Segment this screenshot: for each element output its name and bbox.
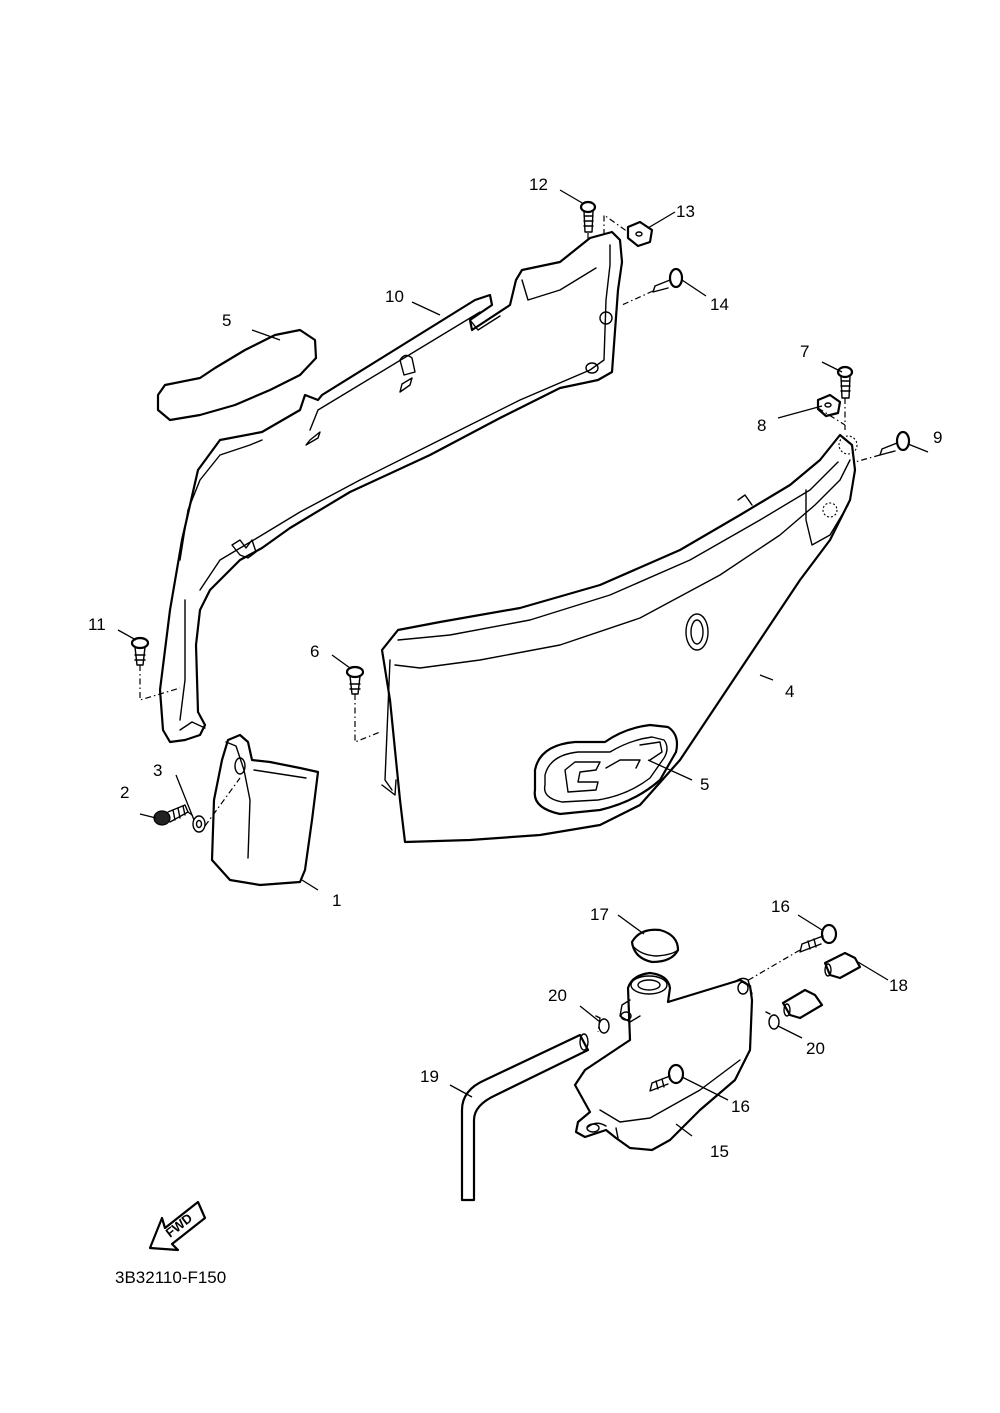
clamp-part-20-right <box>765 1011 780 1030</box>
callout-18: 18 <box>889 976 908 995</box>
callout-20-left: 20 <box>548 986 567 1005</box>
callout-16-upper: 16 <box>771 897 790 916</box>
callout-3: 3 <box>153 761 162 780</box>
callout-6: 6 <box>310 642 319 661</box>
callout-15: 15 <box>710 1142 729 1161</box>
callout-12: 12 <box>529 175 548 194</box>
assembly-lines <box>139 213 881 1099</box>
nut-part-8 <box>816 393 842 418</box>
cap-part-17 <box>630 928 680 964</box>
grommet-part-9 <box>879 430 911 456</box>
callout-5-center: 5 <box>700 775 709 794</box>
callouts: 1 2 3 4 5 5 6 7 8 9 10 11 12 13 14 15 16… <box>88 175 942 1161</box>
side-cover-part-1 <box>210 733 320 887</box>
screw-part-12 <box>579 200 597 233</box>
diagram-code: 3B32110-F150 <box>115 1268 226 1287</box>
badge-part-5-center <box>533 723 679 816</box>
callout-9: 9 <box>933 428 942 447</box>
emblem-part-5-upper <box>156 328 318 422</box>
callout-1: 1 <box>332 891 341 910</box>
fwd-arrow-icon: FWD <box>148 1200 207 1252</box>
callout-7: 7 <box>800 342 809 361</box>
hose-part-19 <box>460 1033 590 1202</box>
side-cover-part-4 <box>380 433 858 844</box>
bolt-part-16-upper <box>799 923 838 953</box>
collar-part-18 <box>781 951 862 1020</box>
callout-11: 11 <box>88 615 106 634</box>
callout-5-upper: 5 <box>222 311 231 330</box>
nut-part-13 <box>626 220 654 248</box>
callout-20-right: 20 <box>806 1039 825 1058</box>
clip-part-6 <box>345 665 365 695</box>
leader-lines <box>117 189 929 1137</box>
callout-19: 19 <box>420 1067 439 1086</box>
clamp-part-20-left <box>595 1015 610 1034</box>
bolt-part-16-lower <box>649 1063 685 1092</box>
reservoir-tank-part-15 <box>573 971 754 1152</box>
clip-part-11 <box>130 636 150 666</box>
callout-17: 17 <box>590 905 609 924</box>
callout-14: 14 <box>710 295 729 314</box>
callout-4: 4 <box>785 682 794 701</box>
washer-part-3 <box>192 815 206 833</box>
bolt-part-2 <box>153 804 189 826</box>
callout-8: 8 <box>757 416 766 435</box>
side-cover-frame-part-10 <box>158 230 624 744</box>
callout-16-lower: 16 <box>731 1097 750 1116</box>
callout-13: 13 <box>676 202 695 221</box>
callout-10: 10 <box>385 287 404 306</box>
grommet-part-14 <box>652 267 684 293</box>
callout-2: 2 <box>120 783 129 802</box>
